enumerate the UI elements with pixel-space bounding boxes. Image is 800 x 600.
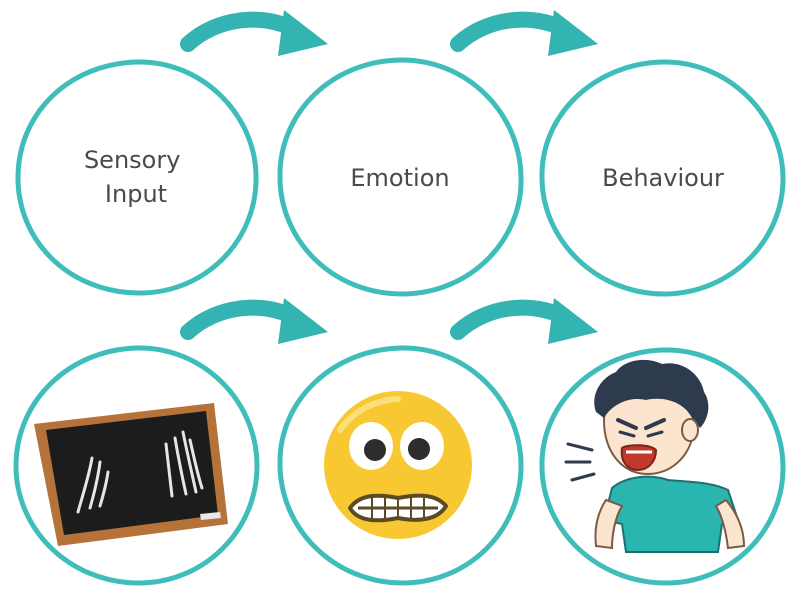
curved-arrow-icon: [458, 10, 598, 56]
node-sensory-input: Sensory Input: [15, 59, 259, 296]
node-circle: [277, 345, 524, 586]
node-behaviour: Behaviour: [539, 59, 786, 297]
node-circle: [13, 345, 260, 586]
node-label-line: Emotion: [350, 164, 449, 192]
arrow-emotion-to-behaviour: [458, 10, 598, 56]
svg-text:Emotion: Emotion: [350, 164, 449, 192]
illustration-emoji: [277, 345, 524, 586]
curved-arrow-icon: [458, 298, 598, 344]
node-circle: [277, 57, 524, 297]
svg-text:Behaviour: Behaviour: [602, 164, 724, 192]
shouting-boy-icon: [564, 359, 746, 553]
node-emotion: Emotion: [277, 57, 524, 297]
node-label-line: Behaviour: [602, 164, 724, 192]
illustration-chalkboard: [13, 345, 260, 586]
arrow-emoji-to-boy: [458, 298, 598, 344]
arrow-sensory-to-emotion: [188, 10, 328, 56]
node-circle: [539, 347, 786, 586]
chalkboard-scratch-icon: [34, 403, 228, 546]
grimacing-face-icon: [324, 391, 472, 539]
node-label-line: Input: [105, 180, 167, 208]
node-label-line: Sensory: [84, 146, 180, 174]
curved-arrow-icon: [188, 10, 328, 56]
node-circle: [539, 59, 786, 297]
illustration-angry-boy: [539, 347, 786, 586]
curved-arrow-icon: [188, 298, 328, 344]
svg-text:Sensory Input: Sensory Input: [84, 146, 188, 208]
node-circle: [15, 59, 259, 296]
arrow-chalkboard-to-emoji: [188, 298, 328, 344]
